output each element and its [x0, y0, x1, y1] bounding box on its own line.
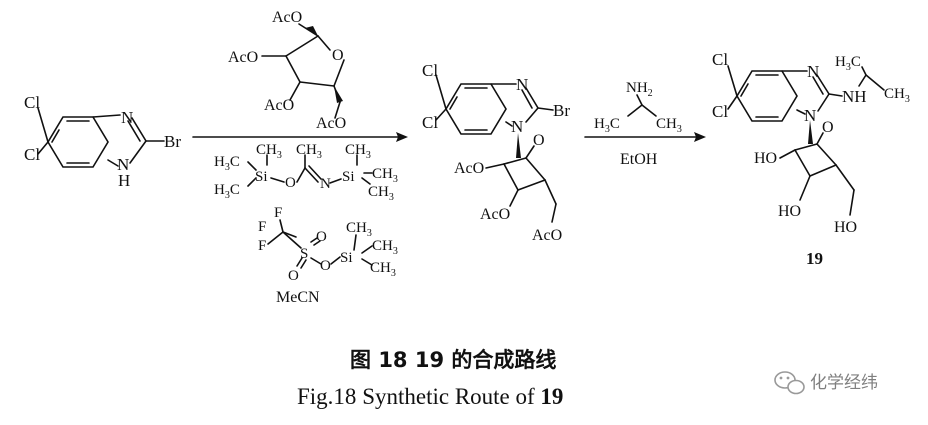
aco-group-2: AcO [228, 49, 258, 66]
product-labels: Cl Cl N N NH O [712, 50, 867, 136]
product-label: 19 [806, 249, 823, 268]
svg-text:N: N [804, 106, 816, 125]
svg-text:F: F [258, 219, 266, 235]
wechat-icon [774, 371, 805, 395]
svg-text:H3C: H3C [835, 54, 861, 73]
product-hydroxyl-labels: HO HO HO [754, 150, 857, 236]
bsa-labels: H3C CH3 H3C Si O N CH3 CH3 Si CH3 CH3 [214, 142, 398, 203]
svg-text:H3C: H3C [214, 182, 240, 201]
atom-cl-bottom: Cl [24, 145, 40, 164]
aco-group-3: AcO [264, 97, 294, 114]
svg-text:CH3: CH3 [370, 260, 396, 279]
ribose-labels: AcO AcO AcO AcO O [228, 9, 346, 132]
tmsotf-s: S [300, 246, 308, 262]
svg-text:Cl: Cl [422, 61, 438, 80]
svg-text:CH3: CH3 [884, 86, 910, 105]
intermediate-bonds [435, 74, 557, 223]
svg-text:CH3: CH3 [372, 238, 398, 257]
svg-text:AcO: AcO [454, 160, 484, 177]
svg-text:HO: HO [834, 219, 857, 236]
atom-br: Br [164, 132, 181, 151]
amine-bonds [627, 94, 657, 117]
svg-text:CH3: CH3 [368, 184, 394, 203]
ribose-bonds [261, 23, 345, 119]
svg-text:NH: NH [842, 87, 867, 106]
svg-text:O: O [533, 132, 545, 149]
caption-en: Fig.18 Synthetic Route of 19 [297, 384, 563, 409]
svg-text:CH3: CH3 [346, 220, 372, 239]
svg-text:CH3: CH3 [296, 142, 322, 161]
svg-text:CH3: CH3 [372, 166, 398, 185]
atom-nh: N [117, 155, 129, 174]
atom-cl-top: Cl [24, 93, 40, 112]
svg-text:CH3: CH3 [256, 142, 282, 161]
watermark-text: 化学经纬 [810, 373, 878, 393]
svg-text:Cl: Cl [712, 50, 728, 69]
start-material-labels: Cl Cl N N H Br [24, 93, 181, 190]
solvent-etoh: EtOH [620, 151, 658, 168]
svg-text:AcO: AcO [480, 206, 510, 223]
start-material-bonds [37, 107, 165, 168]
intermediate-labels: Cl Cl N N Br O [422, 61, 570, 149]
caption-cn: 图 18 19 的合成路线 [350, 348, 556, 372]
svg-text:N: N [511, 117, 523, 136]
svg-text:AcO: AcO [532, 227, 562, 244]
svg-text:O: O [288, 268, 299, 284]
solvent-mecn: MeCN [276, 289, 320, 306]
bsa-si-left: Si [255, 169, 268, 185]
aco-group-4: AcO [316, 115, 346, 132]
amine-labels: NH2 H3C CH3 [594, 80, 682, 135]
atom-n: N [121, 108, 133, 127]
svg-text:CH3: CH3 [345, 142, 371, 161]
tmsotf-labels: F F F S O O O Si CH3 CH3 CH3 [258, 205, 398, 284]
svg-text:CH3: CH3 [656, 116, 682, 135]
svg-text:Cl: Cl [422, 113, 438, 132]
svg-text:F: F [258, 238, 266, 254]
bsa-n: N [320, 176, 331, 192]
svg-text:N: N [516, 75, 528, 94]
svg-text:O: O [316, 229, 327, 245]
ribose-ring-o: O [332, 47, 344, 64]
tmsotf-si: Si [340, 250, 353, 266]
svg-text:HO: HO [754, 150, 777, 167]
svg-text:H3C: H3C [594, 116, 620, 135]
intermediate-aco-labels: AcO AcO AcO [454, 160, 562, 244]
tmsotf-bonds [267, 219, 373, 269]
svg-text:Br: Br [553, 101, 570, 120]
svg-text:H3C: H3C [214, 154, 240, 173]
svg-text:Cl: Cl [712, 102, 728, 121]
svg-text:HO: HO [778, 203, 801, 220]
bsa-si-right: Si [342, 169, 355, 185]
aco-group-1: AcO [272, 9, 302, 26]
product-bonds [727, 65, 885, 216]
bsa-o: O [285, 175, 296, 191]
svg-text:O: O [822, 119, 834, 136]
product-isopropyl-labels: H3C CH3 [835, 54, 910, 105]
svg-text:N: N [807, 62, 819, 81]
atom-h: H [118, 171, 130, 190]
svg-text:F: F [274, 205, 282, 221]
svg-text:NH2: NH2 [626, 80, 653, 99]
watermark: 化学经纬 [774, 371, 878, 395]
svg-text:O: O [320, 258, 331, 274]
bsa-bonds [247, 154, 373, 187]
